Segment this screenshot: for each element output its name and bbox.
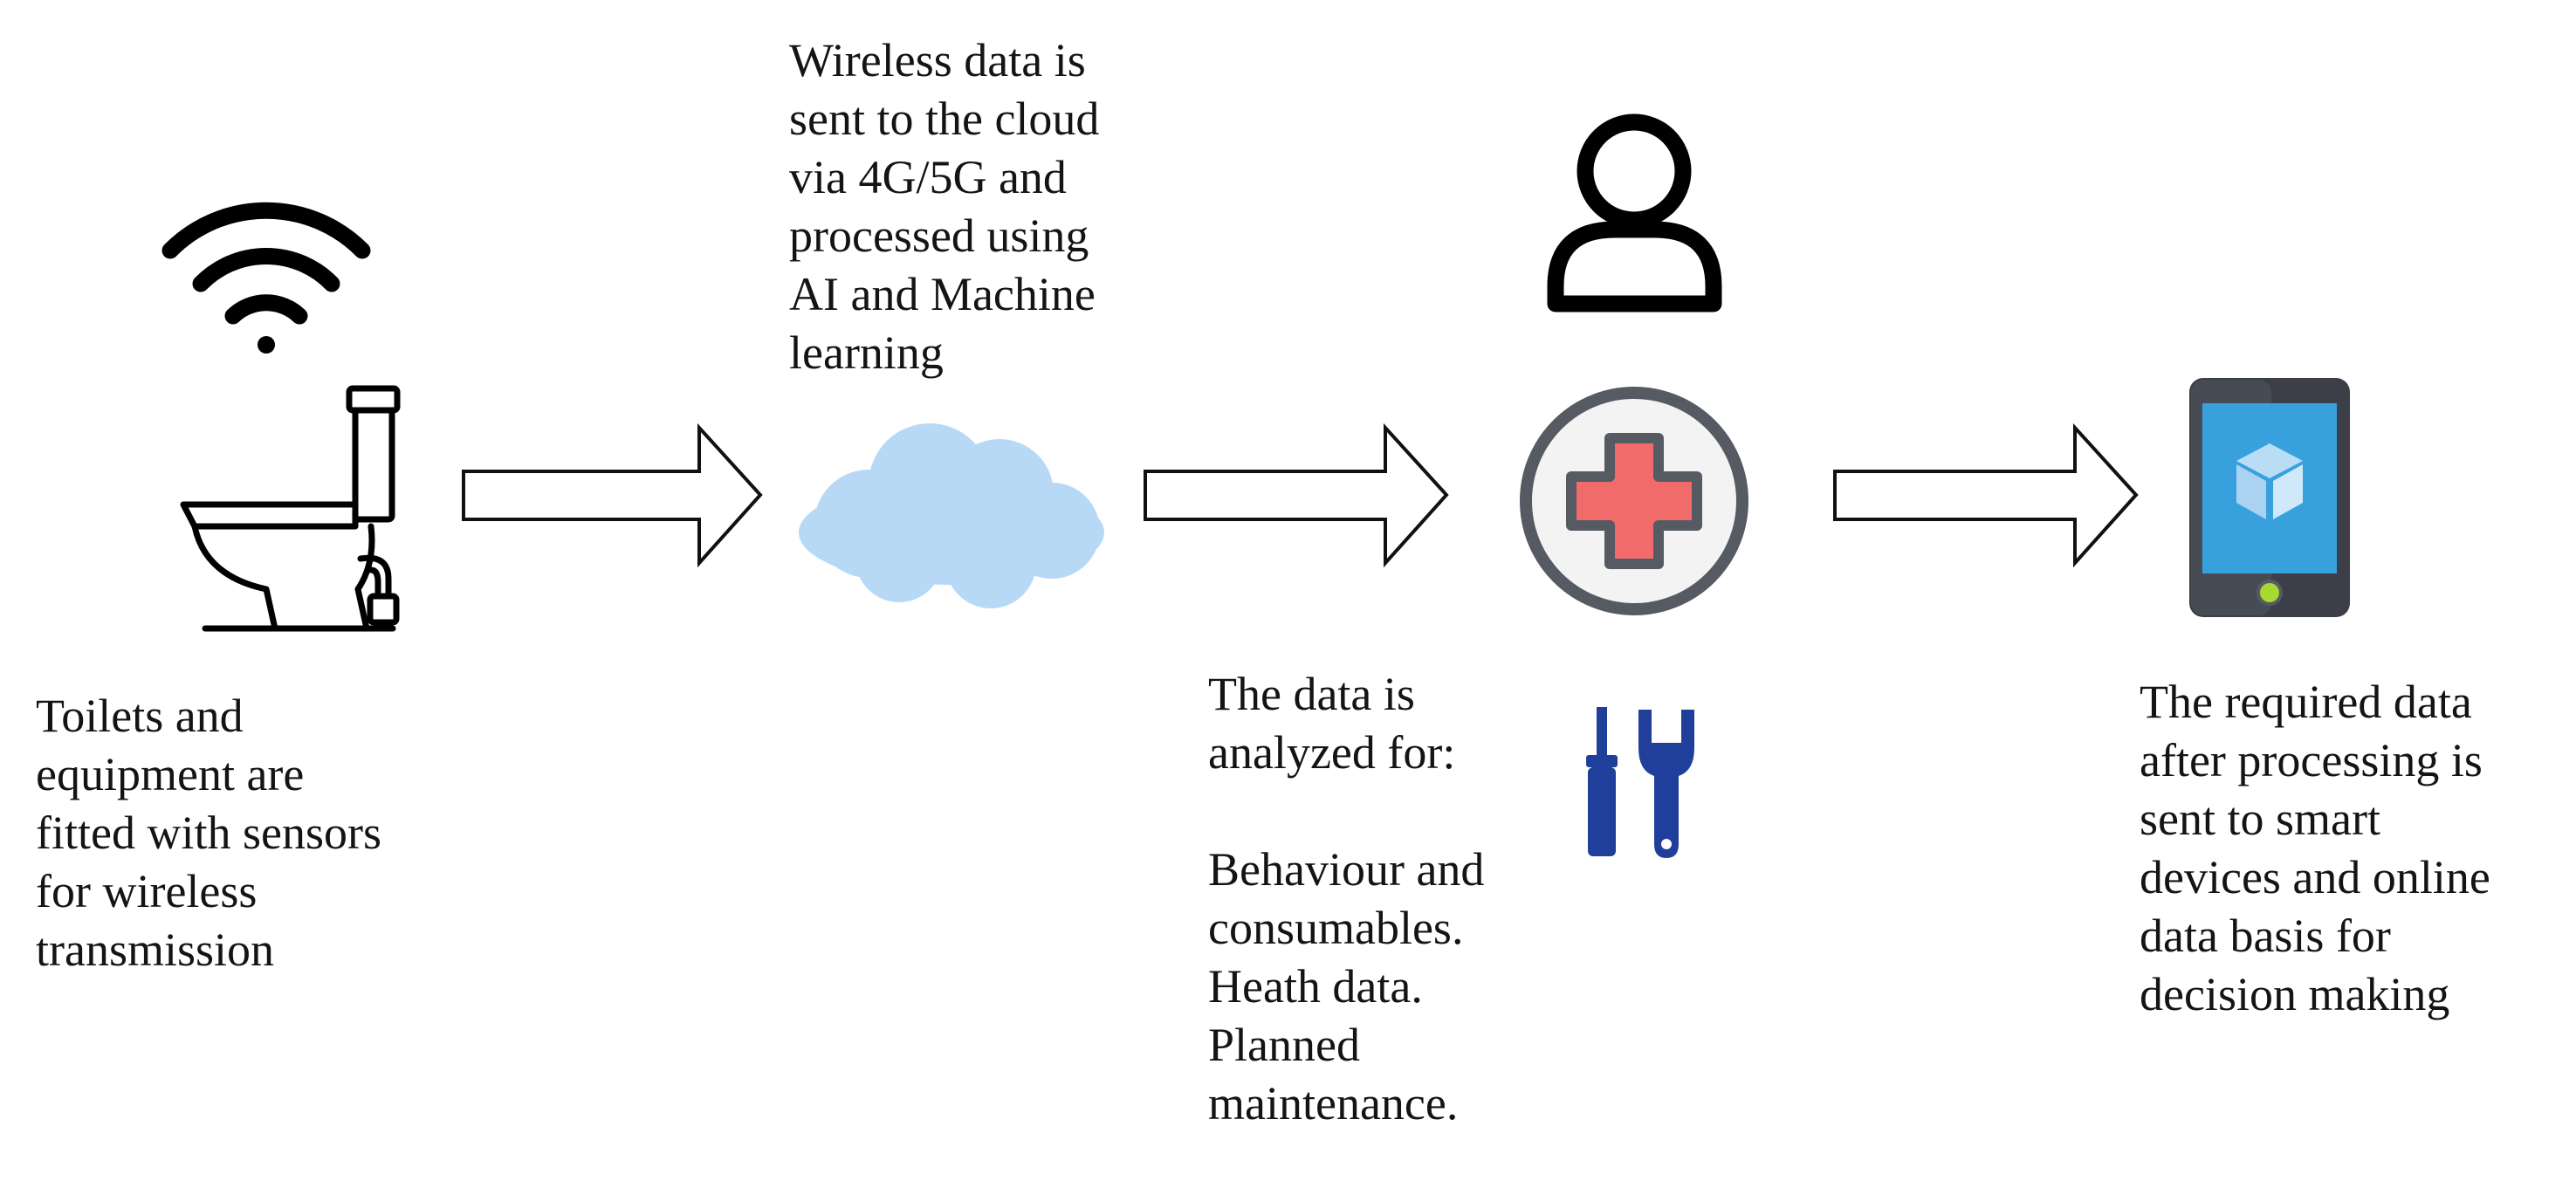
step-4-text: The required data after processing is se… [2140,676,2490,1020]
arrow-right-3 [1831,422,2140,568]
step-1-text: Toilets and equipment are fitted with se… [36,690,381,976]
step-2-text: Wireless data is sent to the cloud via 4… [789,34,1100,379]
user-icon [1536,112,1733,312]
toilet-icon [170,380,415,642]
wifi-icon [161,196,371,354]
step-3-text: The data is analyzed for: Behaviour and … [1208,668,1485,1130]
arrow-right-1 [459,422,765,568]
medical-cross-icon [1517,384,1751,618]
tools-icon [1576,703,1698,860]
smartphone-icon [2187,375,2353,620]
arrow-right-2 [1141,422,1451,568]
cloud-icon [790,419,1113,615]
